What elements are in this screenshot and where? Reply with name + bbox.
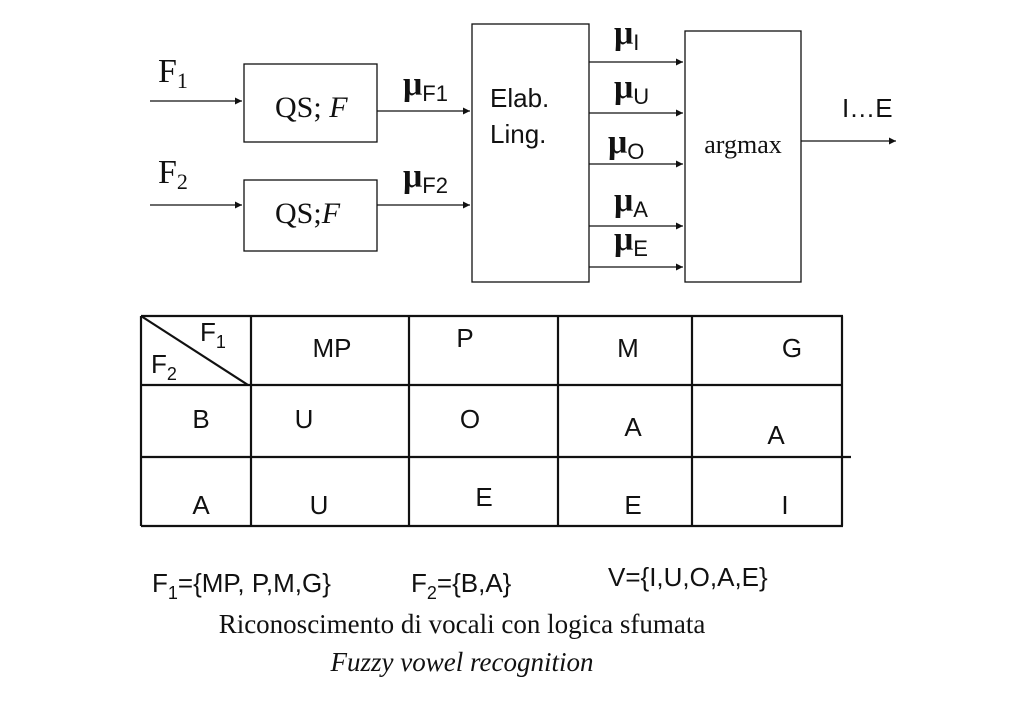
mu-f2-label: μF2 bbox=[403, 158, 448, 198]
table-cell: A bbox=[767, 420, 785, 450]
argmax-block bbox=[684, 30, 802, 283]
argmax-label: argmax bbox=[704, 130, 782, 159]
column-header-mp: MP bbox=[313, 333, 352, 363]
table-cell: U bbox=[295, 404, 314, 434]
table-corner-diagonal bbox=[140, 315, 249, 386]
set-f2: F2={B,A} bbox=[411, 568, 512, 603]
column-header-m: M bbox=[617, 333, 639, 363]
corner-label-f1: F1 bbox=[200, 317, 226, 352]
table-cell: E bbox=[624, 490, 641, 520]
table-cell: A bbox=[624, 412, 642, 442]
set-v: V={I,U,O,A,E} bbox=[608, 562, 768, 592]
caption: Riconoscimento di vocali con logica sfum… bbox=[219, 609, 706, 677]
row-header-a: A bbox=[192, 490, 210, 520]
column-header-p: P bbox=[456, 323, 473, 353]
elab-ling-label-line1: Elab. bbox=[490, 83, 549, 113]
rule-table: F1 F2 MP P M G B U O A A A U E E I bbox=[139, 314, 851, 528]
qs-block-1 bbox=[243, 63, 378, 143]
input-label-f1: F1 bbox=[158, 53, 188, 93]
set-f1: F1={MP, P,M,G} bbox=[152, 568, 331, 603]
qs-block-2 bbox=[243, 179, 378, 252]
elab-ling-block bbox=[471, 23, 590, 283]
input-label-f2: F2 bbox=[158, 154, 188, 194]
qs-block-2-label: QS;F bbox=[275, 197, 341, 230]
mu-u-label: μU bbox=[614, 69, 649, 109]
caption-italian: Riconoscimento di vocali con logica sfum… bbox=[219, 609, 706, 639]
mu-i-label: μI bbox=[614, 15, 639, 55]
block-diagram: F1 F2 QS; F QS;F μF1 μF2 Elab. Ling. μI … bbox=[150, 15, 896, 283]
mu-f1-label: μF1 bbox=[403, 66, 448, 106]
column-header-g: G bbox=[782, 333, 802, 363]
mu-o-label: μO bbox=[608, 124, 644, 164]
table-cell: O bbox=[460, 404, 480, 434]
table-cell: E bbox=[475, 482, 492, 512]
mu-a-label: μA bbox=[614, 182, 648, 222]
table-cell: I bbox=[781, 490, 788, 520]
corner-label-f2: F2 bbox=[151, 349, 177, 384]
set-definitions: F1={MP, P,M,G} F2={B,A} V={I,U,O,A,E} bbox=[152, 562, 768, 603]
caption-english: Fuzzy vowel recognition bbox=[330, 647, 594, 677]
output-label: I…E bbox=[842, 93, 893, 123]
mu-e-label: μE bbox=[614, 221, 648, 261]
qs-block-1-label: QS; F bbox=[275, 91, 348, 124]
elab-ling-label-line2: Ling. bbox=[490, 119, 546, 149]
table-cell: U bbox=[310, 490, 329, 520]
row-header-b: B bbox=[192, 404, 209, 434]
